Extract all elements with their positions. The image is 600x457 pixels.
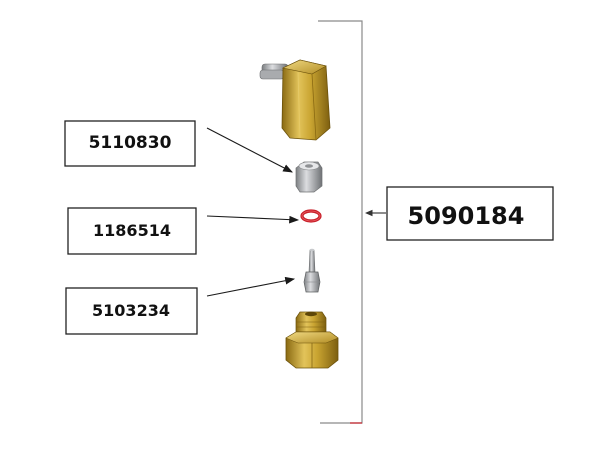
assembly-bracket — [318, 20, 363, 424]
callout-label-2: 1186514 — [93, 221, 171, 240]
callout-box-1 — [64, 120, 196, 167]
brass-body-part — [259, 59, 331, 141]
o-ring-part — [300, 209, 322, 223]
callout-label-3: 5103234 — [92, 301, 170, 320]
callout-bushing: 5110830 — [64, 120, 293, 173]
callout-o-ring: 1186514 — [67, 207, 300, 255]
callout-assembly: 5090184 — [364, 186, 554, 241]
assembly-part-number: 5090184 — [408, 202, 525, 230]
brass-fitting-part — [285, 311, 339, 369]
callout-needle: 5103234 — [65, 276, 296, 335]
callout-box-3 — [65, 287, 198, 335]
leader-line-2 — [206, 215, 300, 224]
assembly-callout-box — [386, 186, 554, 241]
leader-line-1 — [206, 127, 293, 173]
needle-part — [303, 248, 321, 293]
bushing-part — [295, 161, 323, 193]
callout-box-2 — [67, 207, 197, 255]
callout-label-1: 5110830 — [89, 133, 172, 153]
leader-line-3 — [206, 276, 296, 297]
